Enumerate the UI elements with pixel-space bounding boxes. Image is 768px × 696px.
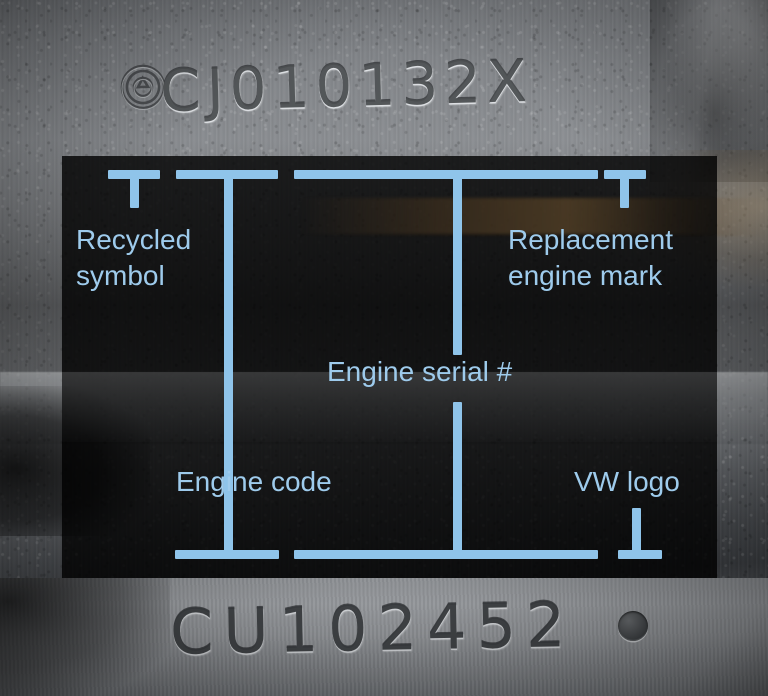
leader-tick-vwlogo-bottom (632, 508, 641, 556)
leader-bracket-serial-top (294, 170, 598, 179)
leader-tick-recycled-top (130, 170, 139, 208)
recycled-symbol-icon (117, 61, 169, 113)
leader-tick-enginecode-top (224, 170, 233, 510)
annotation-overlay: Recycled symbol Replacement engine mark … (62, 156, 717, 578)
annotation-label-recycled-symbol: Recycled symbol (76, 224, 192, 292)
annotation-label-replacement-engine-mark: Replacement engine mark (508, 224, 673, 292)
annotation-label-engine-code: Engine code (176, 466, 332, 497)
annotation-label-vw-logo: VW logo (574, 466, 680, 497)
lower-pad-shadow (0, 578, 170, 696)
leader-tick-replacement-top (620, 170, 629, 208)
leader-tick-enginecode-bottom (224, 508, 233, 556)
leader-tick-serial-top (453, 170, 462, 355)
leader-bracket-serial-bottom (294, 550, 598, 559)
annotation-label-engine-serial-number: Engine serial # (327, 356, 513, 387)
leader-tick-serial-bottom (453, 402, 462, 554)
right-casting-boss (650, 0, 768, 182)
